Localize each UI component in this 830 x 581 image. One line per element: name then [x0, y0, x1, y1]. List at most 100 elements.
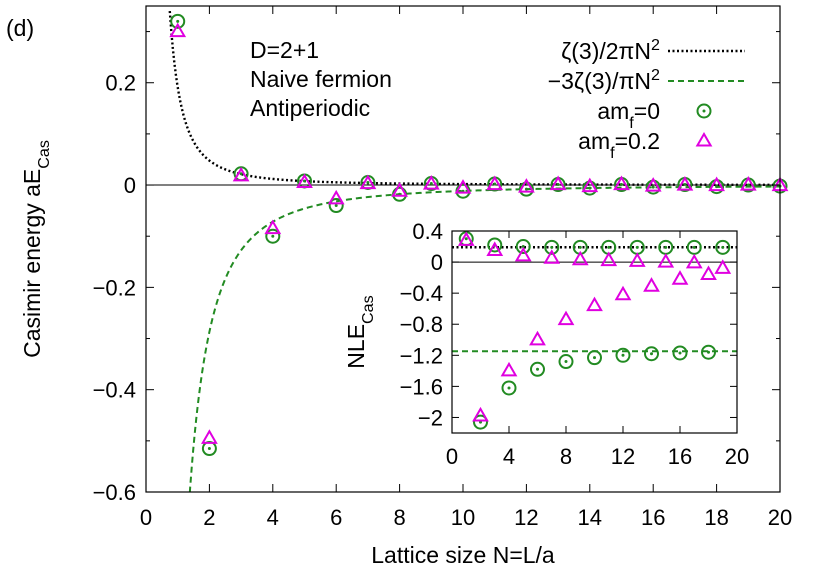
legend-label: −3ζ(3)/πN2 [548, 66, 660, 94]
inset-x-tick-label: 4 [503, 444, 515, 469]
panel-label: (d) [6, 15, 34, 41]
inset-y-tick-label: −1.6 [400, 374, 443, 399]
inset-point-amf02 [486, 241, 504, 256]
y-tick-label: −0.6 [93, 480, 136, 505]
marker-dot [334, 204, 338, 208]
marker-dot [721, 245, 725, 249]
marker-dot [707, 350, 710, 354]
marker-dot [746, 183, 750, 187]
marker-dot [366, 180, 370, 184]
marker-ring [501, 380, 517, 396]
marker-dot [651, 185, 655, 189]
legend-label: amf=0 [597, 98, 660, 132]
marker-ring [701, 344, 716, 360]
inset-point-amf0 [686, 239, 702, 255]
y-ticks: −0.6−0.4−0.200.2 [93, 31, 780, 505]
inset-frame [451, 230, 738, 434]
inset-point-amf0 [587, 350, 602, 366]
marker-dot [556, 183, 560, 187]
point-amf02 [359, 174, 377, 190]
point-amf02 [232, 166, 250, 182]
x-tick-label: 8 [393, 505, 405, 530]
marker-dot [578, 245, 582, 249]
marker-dot [692, 245, 696, 249]
marker-dot [683, 183, 687, 187]
marker-dot [507, 386, 511, 390]
legend-swatch-circle [696, 103, 712, 119]
y-tick-label: 0.2 [105, 71, 136, 96]
annotation-text: D=2+1 [250, 37, 319, 63]
inset-y-tick-label: 0.4 [412, 219, 443, 244]
inset-point-amf02 [671, 270, 689, 285]
point-amf02 [581, 177, 599, 193]
inset-point-amf02 [657, 253, 675, 268]
marker-ring [328, 198, 344, 214]
point-amf02 [454, 179, 472, 194]
marker-dot [207, 447, 211, 451]
inset-point-amf02 [628, 252, 646, 267]
marker-dot [620, 183, 623, 187]
marker-ring [518, 181, 534, 197]
legend-label: amf=0.2 [578, 128, 660, 162]
point-amf0 [518, 181, 534, 197]
inset-x-tick-label: 12 [611, 444, 635, 469]
marker-ring [587, 350, 602, 366]
inset-point-amf0 [701, 344, 716, 360]
marker-ring [530, 361, 545, 377]
marker-ring [515, 239, 531, 255]
inset-point-amf0 [644, 346, 659, 362]
marker-ring [686, 239, 702, 255]
point-amf02 [613, 175, 630, 191]
point-amf02 [676, 176, 694, 191]
marker-dot [593, 356, 596, 360]
x-tick-label: 18 [704, 505, 728, 530]
point-amf02 [327, 189, 345, 205]
legend-label: ζ(3)/2πN2 [561, 36, 660, 64]
x-tick-label: 10 [451, 505, 475, 530]
inset-point-amf0 [515, 239, 531, 255]
marker-dot [607, 245, 611, 249]
inset-point-amf02 [700, 265, 717, 281]
inset-y-tick-label: 0 [431, 250, 443, 275]
marker-ring [544, 239, 560, 255]
negative-limit-curve [188, 185, 780, 492]
inset-point-amf02 [500, 361, 518, 377]
point-amf02 [486, 175, 504, 191]
inset-y-tick-label: −2 [418, 405, 443, 430]
y-tick-label: −0.2 [93, 275, 136, 300]
inset-point-amf02 [571, 250, 589, 266]
point-amf02 [518, 178, 535, 193]
x-tick-label: 16 [641, 505, 665, 530]
point-amf02 [739, 176, 757, 191]
marker-ring [265, 228, 281, 244]
marker-dot [536, 367, 539, 371]
marker-dot [303, 179, 306, 183]
marker-dot [464, 237, 468, 241]
inset-y-axis-label: NLECas [343, 295, 377, 368]
inset-point-amf02 [586, 296, 603, 312]
inset-points [457, 231, 732, 430]
inset-y-tick-label: −0.8 [400, 312, 443, 337]
legend-swatch-triangle [695, 131, 713, 147]
point-amf0 [582, 180, 598, 196]
y-axis-label: Casimir energy aECas [19, 140, 53, 358]
point-amf02 [708, 176, 725, 192]
inset-background [334, 215, 745, 465]
inset-point-amf02 [557, 310, 575, 326]
inset-x-tick-label: 8 [560, 444, 572, 469]
point-amf0 [265, 228, 281, 244]
x-axis-label: Lattice size N=L/a [371, 542, 555, 568]
marker-dot [650, 352, 653, 356]
marker-ring [473, 414, 488, 430]
marker-dot [621, 353, 625, 357]
point-amf02 [549, 175, 567, 191]
marker-ring [715, 239, 731, 255]
point-amf0 [328, 198, 344, 214]
inset-point-amf0 [501, 380, 517, 396]
